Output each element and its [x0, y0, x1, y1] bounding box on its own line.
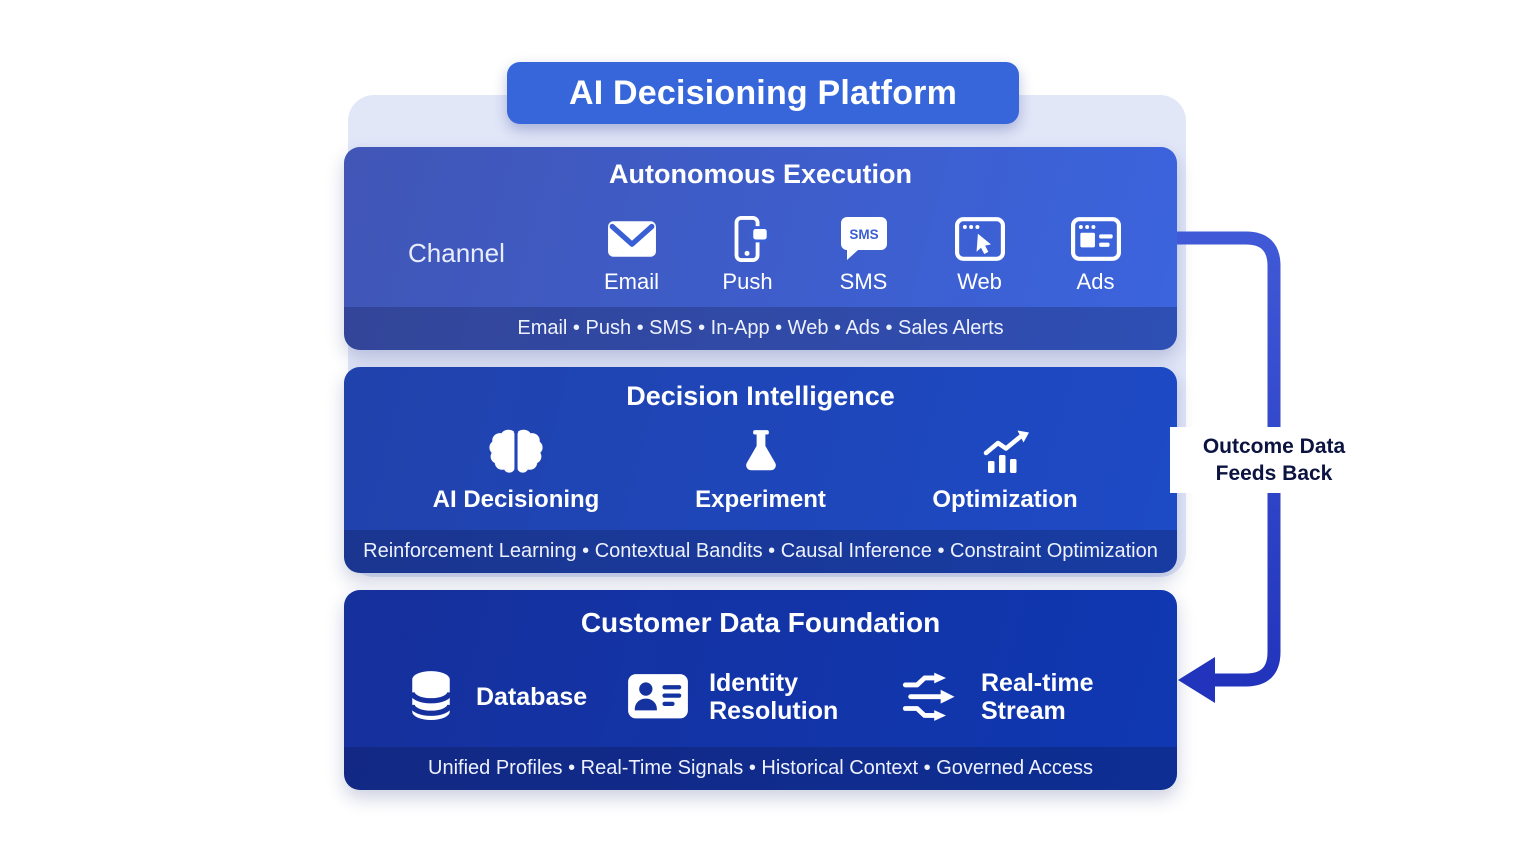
outcome-data-label: Outcome Data Feeds Back	[1170, 427, 1378, 493]
channel-item-label: SMS	[839, 268, 888, 294]
channel-item-label: Push	[722, 268, 773, 294]
panel-autonomous-execution: Autonomous Execution Channel Email	[344, 147, 1177, 350]
platform-title-badge: AI Decisioning Platform	[507, 62, 1019, 124]
cdf-item-identity-resolution: Identity Resolution	[627, 669, 861, 725]
brain-icon	[489, 427, 543, 477]
cdf-item-label: Real-time Stream	[980, 668, 1094, 725]
channel-item-web: Web	[947, 216, 1013, 295]
channel-item-sms: SMS SMS	[831, 216, 897, 295]
channel-row-label: Channel	[408, 237, 505, 268]
web-icon	[954, 216, 1005, 262]
optimization-chart-icon	[979, 427, 1031, 477]
di-item-optimization: Optimization	[893, 427, 1117, 528]
di-item-label: Optimization	[932, 486, 1078, 513]
di-item-ai-decisioning: AI Decisioning	[404, 427, 628, 528]
customer-data-items: Database Identity Resolution	[406, 648, 1133, 745]
ads-icon	[1070, 216, 1121, 262]
channel-item-label: Email	[603, 268, 659, 294]
decision-intelligence-items: AI Decisioning Experiment	[404, 427, 1117, 528]
panel-title-customer-data-foundation: Customer Data Foundation	[580, 607, 941, 638]
stream-icon	[901, 671, 961, 722]
decision-intelligence-footer: Reinforcement Learning • Contextual Band…	[344, 530, 1177, 573]
channel-items: Email Push SMS	[550, 215, 1177, 295]
platform-title: AI Decisioning Platform	[568, 73, 958, 112]
customer-data-foundation-footer: Unified Profiles • Real-Time Signals • H…	[344, 747, 1177, 790]
sms-icon: SMS	[840, 216, 888, 262]
channel-item-email: Email	[599, 216, 665, 295]
panel-decision-intelligence: Decision Intelligence AI Decisioning	[344, 367, 1177, 573]
cdf-item-label: Database	[476, 682, 588, 711]
panel-title-decision-intelligence: Decision Intelligence	[626, 381, 895, 411]
di-item-label: Experiment	[695, 486, 826, 513]
di-item-experiment: Experiment	[649, 427, 873, 528]
di-item-label: AI Decisioning	[432, 486, 600, 513]
channel-item-ads: Ads	[1063, 216, 1129, 295]
outcome-label-line1: Outcome Data	[1202, 434, 1346, 458]
cdf-item-label: Identity Resolution	[709, 668, 839, 725]
email-icon	[607, 216, 657, 262]
panel-title-autonomous-execution: Autonomous Execution	[609, 159, 912, 189]
cdf-item-realtime-stream: Real-time Stream	[901, 669, 1133, 725]
panel-customer-data-foundation: Customer Data Foundation Database	[344, 590, 1177, 790]
channel-item-label: Ads	[1076, 268, 1115, 294]
autonomous-execution-footer: Email • Push • SMS • In-App • Web • Ads …	[344, 307, 1177, 350]
outcome-label-line2: Feeds Back	[1215, 462, 1333, 485]
svg-text:SMS: SMS	[849, 227, 878, 242]
channel-item-push: Push	[715, 215, 781, 295]
push-icon	[725, 215, 771, 262]
database-icon	[406, 669, 456, 723]
channel-row: Channel Email	[344, 199, 1177, 307]
arrowhead-icon	[1178, 657, 1215, 703]
flask-icon	[740, 427, 782, 477]
id-card-icon	[627, 673, 689, 720]
cdf-item-database: Database	[406, 669, 587, 723]
channel-item-label: Web	[957, 268, 1002, 294]
